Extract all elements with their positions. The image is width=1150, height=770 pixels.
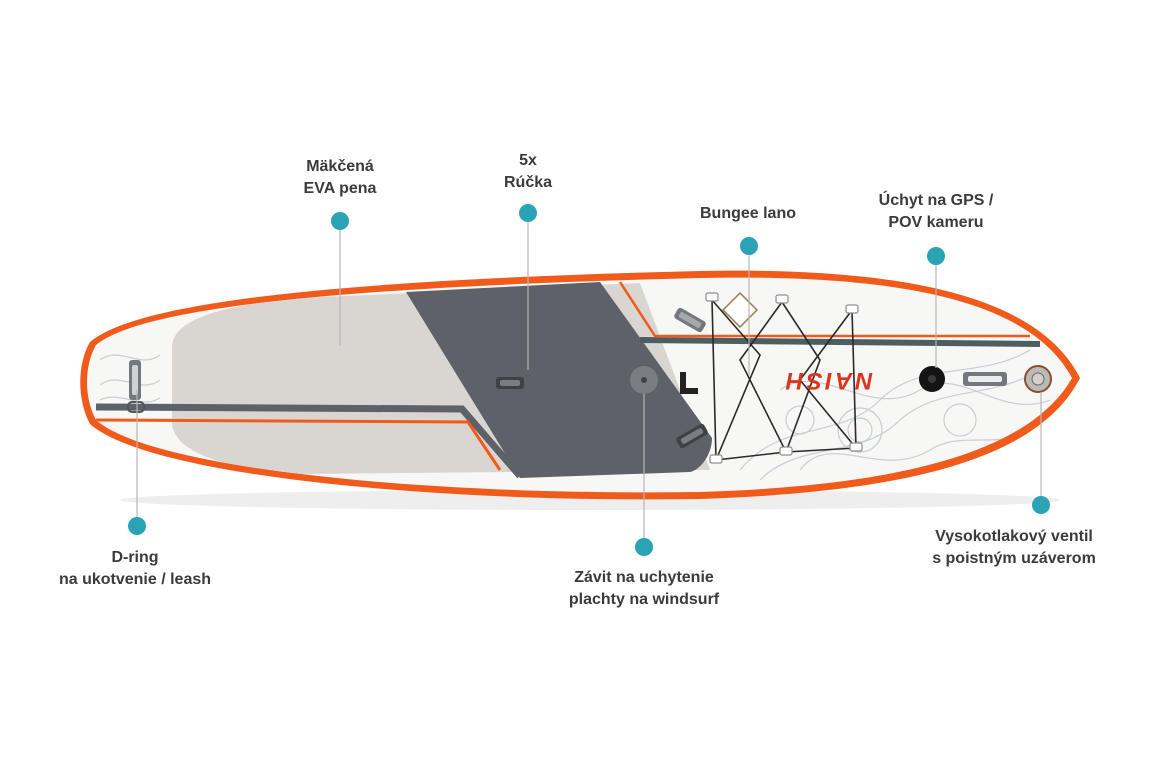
callout-line: EVA pena [303,180,377,197]
callout-dot-windsurf [635,538,653,556]
callout-bungee: Bungee lano [678,203,818,225]
callout-dot-dring [128,517,146,535]
handle-icon [674,307,706,333]
callout-dot-bungee [740,237,758,255]
callout-gps-mount: Úchyt na GPS / POV kameru [856,190,1016,234]
brand-mark-icon [680,372,698,394]
callout-eva-foam: Mäkčená EVA pena [280,156,400,200]
deck-stripe-orange [95,418,502,471]
callout-line: Mäkčená [306,158,374,175]
callout-handles: 5x Rúčka [478,150,578,194]
deck-stripe-nose-orange [618,281,1030,338]
bungee-anchor-icons [705,292,863,464]
deck-stripe-grey [95,403,523,479]
callout-line: 5x [519,152,537,169]
handle-icon [496,377,524,389]
callout-line: Vysokotlakový ventil [935,528,1093,545]
handle-icon [963,372,1007,386]
callout-valve: Vysokotlakový ventil s poistným uzáverom [914,526,1114,570]
callout-line: Rúčka [503,174,553,191]
callout-line: plachty na windsurf [568,591,720,608]
callout-line: Úchyt na GPS / [878,192,994,209]
callout-dot-valve [1032,496,1050,514]
board-shadow [120,490,1060,510]
callout-line: D-ring [111,549,159,566]
eva-dark-panel [406,282,712,478]
handle-icon [129,360,141,400]
bungee-lines [711,299,857,461]
handle-icon [676,423,708,449]
deck-stripe-nose-grey [639,337,1041,347]
leader-lines [136,213,1042,547]
callout-windsurf-insert: Závit na uchytenie plachty na windsurf [544,567,744,611]
callout-line: s poistným uzáverom [932,550,1096,567]
callout-dot-gps [927,247,945,265]
callout-dot-eva [331,212,349,230]
d-ring-icon [127,401,145,413]
callout-line: Bungee lano [699,205,796,222]
callout-line: Závit na uchytenie [574,569,714,586]
callout-d-ring: D-ring na ukotvenie / leash [30,547,240,591]
brand-logo: NAISH [783,367,873,394]
callout-line: na ukotvenie / leash [58,571,212,588]
callout-line: POV kameru [888,214,984,231]
callout-dot-handles [519,204,537,222]
tribal-pattern [739,349,1051,481]
